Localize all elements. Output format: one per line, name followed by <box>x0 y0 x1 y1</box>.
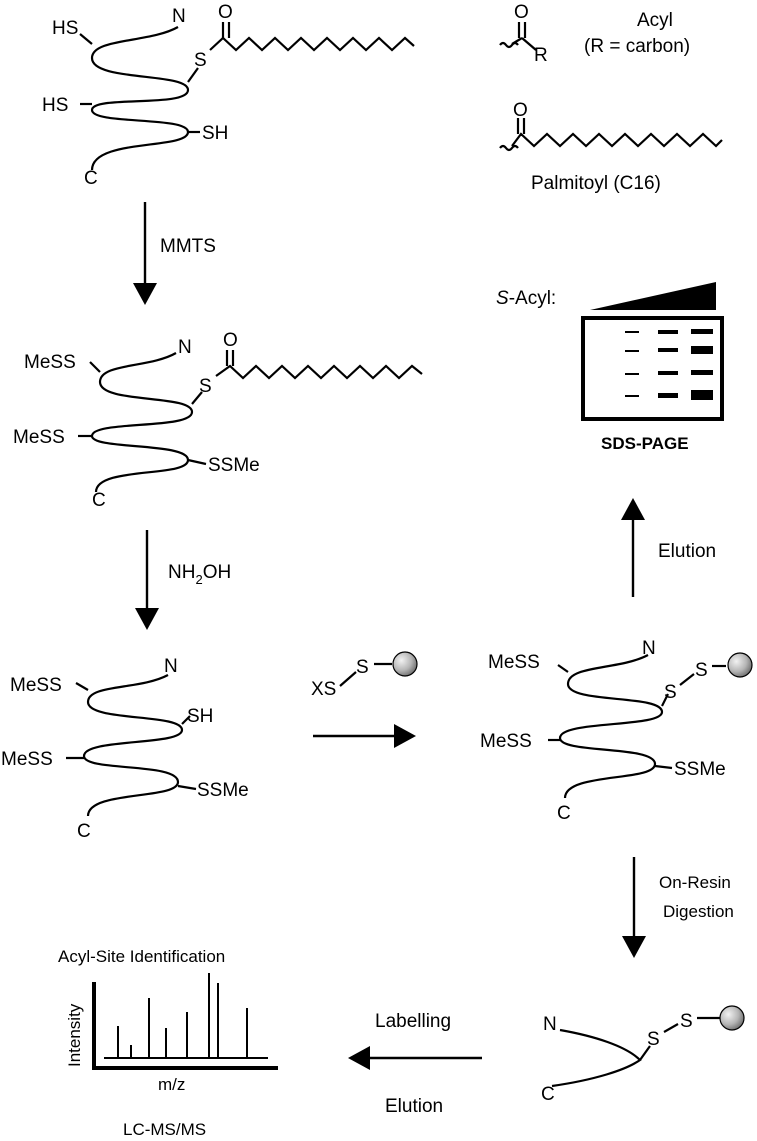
resin-bound-peptide-structure: N C S S <box>541 1005 745 1105</box>
digestion-label: Digestion <box>663 902 734 921</box>
c-terminus-label: C <box>92 490 106 511</box>
free-thiol-label: SH <box>187 706 213 727</box>
palmitoyl-label: Palmitoyl (C16) <box>531 173 661 194</box>
resin-bound-protein-structure: MeSS N S S MeSS SSMe C <box>480 638 753 824</box>
sulfur-label: S <box>194 50 207 71</box>
gel-frame <box>581 316 724 421</box>
peptide-backbone <box>551 1028 642 1088</box>
labelling-elution-arrow: Labelling Elution <box>348 1011 482 1117</box>
n-terminus-label: N <box>178 337 192 358</box>
ssme-label: SSMe <box>208 455 260 476</box>
on-resin-label: On-Resin <box>659 873 731 892</box>
disulfide-sulfur-label: S <box>356 657 369 678</box>
resin-bead-icon <box>392 651 418 677</box>
wavy-attachment-icon <box>499 41 519 49</box>
c-terminus-label: C <box>557 803 571 824</box>
n-terminus-label: N <box>172 6 186 27</box>
capture-arrow <box>313 724 416 748</box>
digestion-arrow: On-Resin Digestion <box>622 857 734 958</box>
acyl-note: (R = carbon) <box>584 36 690 57</box>
resin-sulfur-label-1: S <box>664 682 677 703</box>
lc-ms-label: LC-MS/MS <box>123 1120 206 1139</box>
c-terminus-label: C <box>77 821 91 842</box>
resin-bead-icon <box>719 1005 745 1031</box>
elution-label: Elution <box>658 541 716 562</box>
protein-backbone <box>82 674 184 817</box>
ssme-label: SSMe <box>197 780 249 801</box>
n-terminus-label: N <box>164 656 178 677</box>
thioester-bond <box>187 67 199 83</box>
ssme-label: SSMe <box>674 759 726 780</box>
palmitoyl-chain <box>209 36 415 52</box>
mess-label-1: MeSS <box>10 675 62 696</box>
mass-spectrum: Acyl-Site Identification Intensity m/z L… <box>58 947 278 1139</box>
n-terminus-label: N <box>642 638 656 659</box>
palmitoyl-legend: O Palmitoyl (C16) <box>499 100 723 194</box>
hydroxylamine-label: NH2OH <box>168 562 231 587</box>
carbonyl-oxygen-label: O <box>218 2 233 23</box>
thiol-label-2: HS <box>42 95 68 116</box>
mess-label-2: MeSS <box>13 427 65 448</box>
protein-backbone <box>90 26 190 171</box>
mess-label-2: MeSS <box>1 749 53 770</box>
sds-page-gel: S-Acyl: SDS-PAGE <box>496 282 724 453</box>
labelling-label: Labelling <box>375 1011 451 1032</box>
thiol-label-1: HS <box>52 18 78 39</box>
palmitoyl-oxygen-label: O <box>513 100 528 121</box>
n-terminus-label: N <box>543 1014 557 1035</box>
elution-label: Elution <box>385 1096 443 1117</box>
palmitoylated-protein-structure: HS N S O HS SH C <box>42 2 415 189</box>
spectrum-peaks <box>117 973 248 1058</box>
mmts-label: MMTS <box>160 236 216 257</box>
palmitoyl-chain <box>215 364 423 380</box>
blocked-protein-structure: MeSS N S O MeSS SSMe C <box>13 330 423 511</box>
mz-axis-label: m/z <box>158 1075 185 1094</box>
mmts-step-arrow: MMTS <box>133 202 216 305</box>
resin-bead-icon <box>727 652 753 678</box>
wavy-attachment-icon <box>499 144 519 152</box>
acyl-oxygen-label: O <box>514 2 529 23</box>
thiol-label-3: SH <box>202 123 228 144</box>
acyl-label: Acyl <box>637 10 673 31</box>
resin-reagent: XS S <box>311 651 418 700</box>
c-terminus-label: C <box>541 1084 555 1105</box>
resin-sulfur-label-2: S <box>680 1011 693 1032</box>
protein-backbone <box>90 352 194 493</box>
protein-backbone <box>558 654 664 799</box>
s-acyl-label: S-Acyl: <box>496 288 556 309</box>
resin-sulfur-label-1: S <box>647 1029 660 1050</box>
acyl-r-label: R <box>534 45 548 66</box>
mess-label-1: MeSS <box>488 652 540 673</box>
free-thiol-protein-structure: MeSS N SH MeSS SSMe C <box>1 656 249 842</box>
elution-up-arrow: Elution <box>621 498 716 597</box>
mess-label-1: MeSS <box>24 352 76 373</box>
thiol-bond-1 <box>79 33 93 45</box>
hydroxylamine-step-arrow: NH2OH <box>135 530 231 630</box>
acyl-site-identification-label: Acyl-Site Identification <box>58 947 225 966</box>
sulfur-label: S <box>199 376 212 397</box>
concentration-gradient-wedge <box>590 282 716 310</box>
c-terminus-label: C <box>84 168 98 189</box>
resin-sulfur-label-2: S <box>695 660 708 681</box>
gel-bands <box>625 329 713 400</box>
carbonyl-oxygen-label: O <box>223 330 238 351</box>
intensity-axis-label: Intensity <box>65 1003 84 1067</box>
sds-page-label: SDS-PAGE <box>601 434 689 453</box>
acyl-legend: O R Acyl (R = carbon) <box>499 2 690 66</box>
mess-label-2: MeSS <box>480 731 532 752</box>
xs-label: XS <box>311 679 336 700</box>
